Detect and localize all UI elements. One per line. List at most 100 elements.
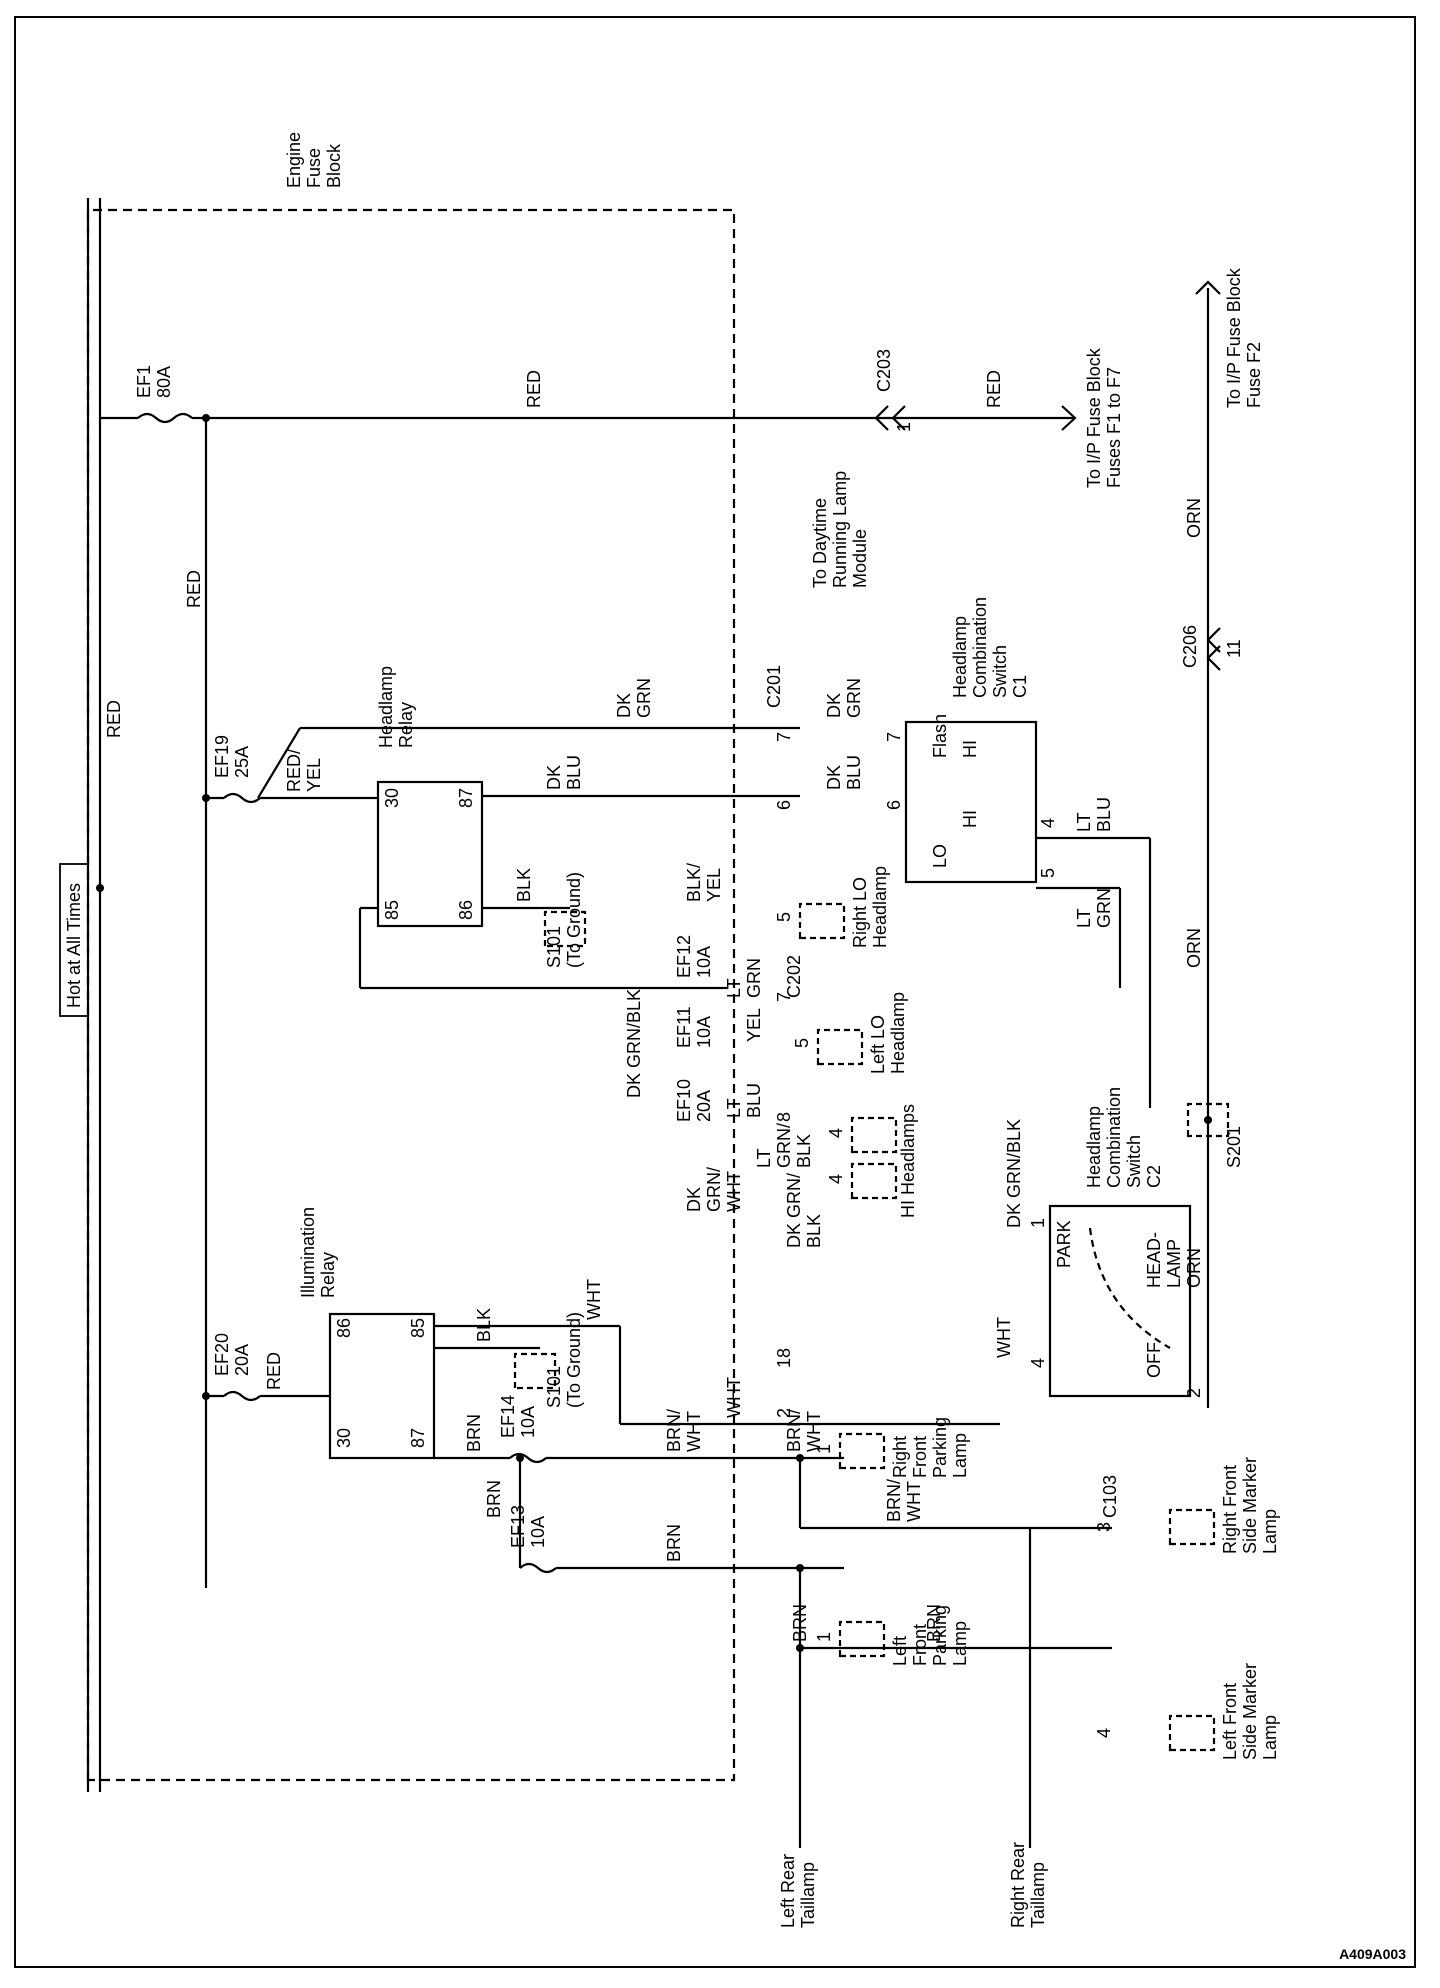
left-front-parking-box	[838, 1620, 886, 1658]
ef13-label: EF1310A	[508, 1505, 548, 1548]
ef19-label: EF1925A	[212, 735, 252, 778]
connector-c103-label: C103	[1100, 1475, 1120, 1518]
splice-hot	[96, 884, 104, 892]
left-rear-taillamp-label: Left RearTaillamp	[778, 1854, 818, 1928]
pin-c203-1: 1	[894, 422, 914, 432]
connector-c201-label: C201	[764, 665, 784, 708]
wire-brn-wht-c-label: BRN/WHT	[884, 1479, 924, 1522]
right-front-parking-box	[838, 1432, 886, 1470]
pin-ir-85: 85	[408, 1318, 428, 1338]
right-side-marker-label: Right FrontSide MarkerLamp	[1220, 1457, 1280, 1554]
ef14-label: EF1410A	[498, 1395, 538, 1438]
wire-dk-blu-sw-label: DKBLU	[824, 755, 864, 790]
wire-lt-blu-c1-label: LTBLU	[1074, 797, 1114, 832]
pin-rfp-1: 1	[814, 1444, 834, 1454]
wire-orn-low-label: ORN	[1184, 1248, 1204, 1288]
splice-brn	[516, 1454, 524, 1462]
to-ip-f2-label: To I/P Fuse BlockFuse F2	[1224, 267, 1264, 408]
ef12-label: EF1210A	[674, 935, 714, 978]
ef10-label: EF1020A	[674, 1079, 714, 1122]
ef1-fuse	[137, 412, 193, 424]
wire-red-main-top-label: RED	[524, 370, 544, 408]
pin-c202-18: 18	[774, 1348, 794, 1368]
wire-lt-grn-c1-label: LTGRN	[1074, 888, 1114, 928]
splice-s201	[1186, 1102, 1230, 1138]
pin-hr-87: 87	[456, 788, 476, 808]
wire-brn-wht-a-label: BRN/WHT	[664, 1409, 704, 1452]
arrow-to-ip-f2	[1195, 280, 1221, 295]
ef19-fuse	[223, 792, 261, 804]
to-ip-f1-f7-label: To I/P Fuse BlockFuses F1 to F7	[1084, 347, 1124, 488]
ef20-label: EF2020A	[212, 1333, 252, 1376]
headlamp-switch-c1	[904, 720, 1038, 884]
pin-llo-5: 5	[792, 1038, 812, 1048]
illumination-relay-label: IlluminationRelay	[298, 1207, 338, 1298]
pin-c206-11: 11	[1224, 639, 1244, 658]
c1-label: HeadlampCombinationSwitchC1	[950, 597, 1030, 698]
wire-orn-mid-label: ORN	[1184, 928, 1204, 968]
pin-lfp-1: 1	[814, 1632, 834, 1642]
wire-blk-hr-label: BLK	[514, 868, 534, 902]
ef14-fuse	[509, 1452, 547, 1464]
wire-ef19-dk-grn	[257, 727, 301, 799]
right-side-marker-box	[1168, 1508, 1216, 1546]
pin-c1-5: 5	[1038, 868, 1058, 878]
wire-red-yel-label: RED/YEL	[284, 749, 324, 792]
connector-c203	[874, 405, 906, 431]
diagram-code: A409A003	[1339, 1946, 1406, 1962]
pin-c201-6: 6	[774, 800, 794, 810]
splice-brn-wht	[796, 1454, 804, 1462]
ef20-fuse	[223, 1390, 261, 1402]
connector-c203-label: C203	[874, 349, 894, 392]
pin-c103-3: 3	[1094, 1522, 1114, 1532]
pin-ir-86: 86	[334, 1318, 354, 1338]
wire-yel-label: YEL	[744, 1008, 764, 1042]
headlamp-switch-c2	[1048, 1204, 1192, 1398]
wire-blk-ir-label: BLK	[474, 1308, 494, 1342]
wire-brn-ef13-label: BRN	[664, 1524, 684, 1562]
wire-wht-ir-label: WHT	[584, 1279, 604, 1320]
splice-rear	[796, 1644, 804, 1652]
splice-ef19	[202, 794, 210, 802]
switch-hi-mid-label: HI	[960, 810, 980, 828]
switch-hi-top-label: HI	[960, 740, 980, 758]
diagram-border	[14, 16, 1416, 1968]
pin-c202-2: 2	[774, 1408, 794, 1418]
right-lo-headlamp-box	[798, 902, 846, 940]
pin-c103-4: 4	[1094, 1728, 1114, 1738]
splice-s201-dot	[1204, 1116, 1212, 1124]
wire-brn-wht-b-label: BRN/WHT	[784, 1409, 824, 1452]
wire-dk-grn-blk-vert-label: DK GRN/BLK	[624, 989, 644, 1098]
switch-lo-label: LO	[930, 844, 950, 868]
wire-wht-c2-label: WHT	[994, 1317, 1014, 1358]
wire-lt-blu-c202-label: LTBLU	[724, 1083, 764, 1118]
headlamp-relay	[376, 780, 484, 928]
to-drl-label: To DaytimeRunning LampModule	[810, 471, 870, 588]
pin-rlo-5: 5	[774, 912, 794, 922]
pin-hr-86: 86	[456, 900, 476, 920]
s101-a-label: S101(To Ground)	[544, 872, 584, 968]
switch-headlamp-label: HEAD-LAMP	[1144, 1232, 1184, 1288]
s201-label: S201	[1224, 1126, 1244, 1168]
c2-label: HeadlampCombinationSwitchC2	[1084, 1087, 1164, 1188]
pin-c1-7: 7	[884, 732, 904, 742]
connector-c206-label: C206	[1180, 625, 1200, 668]
ef11-label: EF1110A	[674, 1006, 714, 1048]
wire-brn-ir-label: BRN	[464, 1414, 484, 1452]
wire-brn-lfp-label: BRN	[790, 1604, 810, 1642]
right-rear-taillamp-label: Right RearTaillamp	[1008, 1842, 1048, 1928]
pin-hi-4b: 4	[826, 1174, 846, 1184]
pin-c2-1: 1	[1028, 1218, 1048, 1228]
switch-park-label: PARK	[1054, 1220, 1074, 1268]
wire-brn-vert-label: BRN	[484, 1480, 504, 1518]
pin-ir-87: 87	[408, 1428, 428, 1448]
ef13-fuse	[519, 1562, 557, 1574]
wire-red-ir-label: RED	[264, 1352, 284, 1390]
pin-c1-4: 4	[1038, 818, 1058, 828]
wire-red-c203-label: RED	[984, 370, 1004, 408]
switch-flash-label: Flash	[930, 714, 950, 758]
hi-headlamps-label: HI Headlamps	[898, 1104, 918, 1218]
pin-c202-7: 7	[774, 992, 794, 1002]
